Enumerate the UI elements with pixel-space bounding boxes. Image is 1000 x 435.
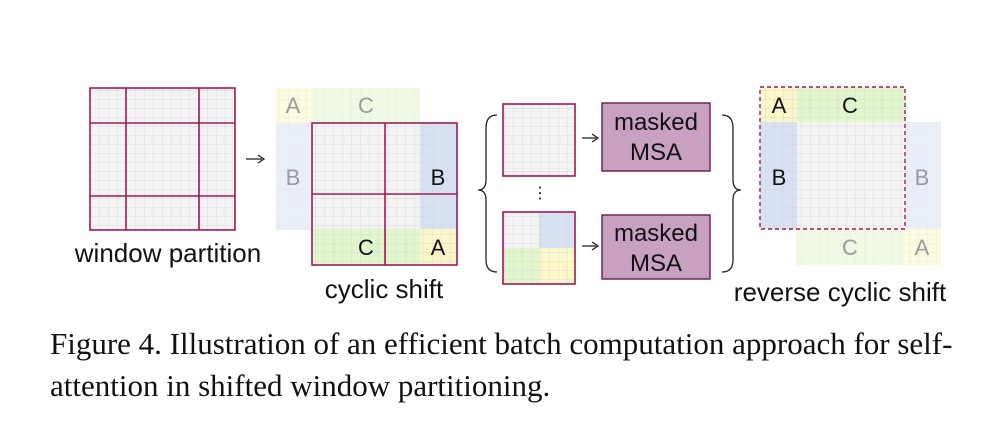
ghost-label-c: C <box>842 235 858 260</box>
figure-caption: Figure 4. Illustration of an efficient b… <box>50 326 953 403</box>
ghost-label-a: A <box>286 93 301 118</box>
ghost-label-c: C <box>358 93 374 118</box>
ghost-label-a: A <box>915 235 930 260</box>
window-grid-border <box>89 87 236 231</box>
window-partition-panel: window partition <box>74 87 261 268</box>
svg-text:masked: masked <box>614 109 698 136</box>
label-b: B <box>772 165 787 190</box>
ghost-label-b: B <box>286 165 301 190</box>
label-c: C <box>842 93 858 118</box>
arrow-icon <box>582 241 600 251</box>
label-c: C <box>358 235 374 260</box>
restored-grid-border <box>759 86 906 230</box>
svg-text:MSA: MSA <box>630 139 682 166</box>
shifted-back-regions <box>796 122 941 265</box>
masked-msa-box-bottom: masked MSA <box>601 214 711 280</box>
svg-text:MSA: MSA <box>630 250 682 277</box>
batched-windows: ⋮ <box>502 103 576 285</box>
label-a: A <box>772 93 787 118</box>
ellipsis-icon: ⋮ <box>532 185 548 202</box>
reverse-cyclic-shift-panel: B C A A C B reverse cyclic shift <box>734 86 947 307</box>
shifted-out-regions <box>276 88 420 230</box>
reverse-cyclic-shift-label: reverse cyclic shift <box>734 277 947 307</box>
shifted-window-figure: window partition A C B B C A cyclic shif… <box>74 86 947 307</box>
window-top <box>502 103 576 177</box>
arrow-icon <box>582 133 600 143</box>
ghost-label-b: B <box>915 165 930 190</box>
cyclic-shift-label: cyclic shift <box>325 274 444 304</box>
right-brace <box>721 114 742 273</box>
cyclic-shift-panel: A C B B C A cyclic shift <box>276 88 458 304</box>
window-partition-label: window partition <box>74 238 261 268</box>
label-b: B <box>431 165 446 190</box>
svg-text:masked: masked <box>614 220 698 247</box>
arrow-icon <box>246 154 266 164</box>
masked-msa-box-top: masked MSA <box>601 102 711 172</box>
window-bottom <box>502 211 576 285</box>
label-a: A <box>431 235 446 260</box>
left-brace <box>477 114 498 273</box>
